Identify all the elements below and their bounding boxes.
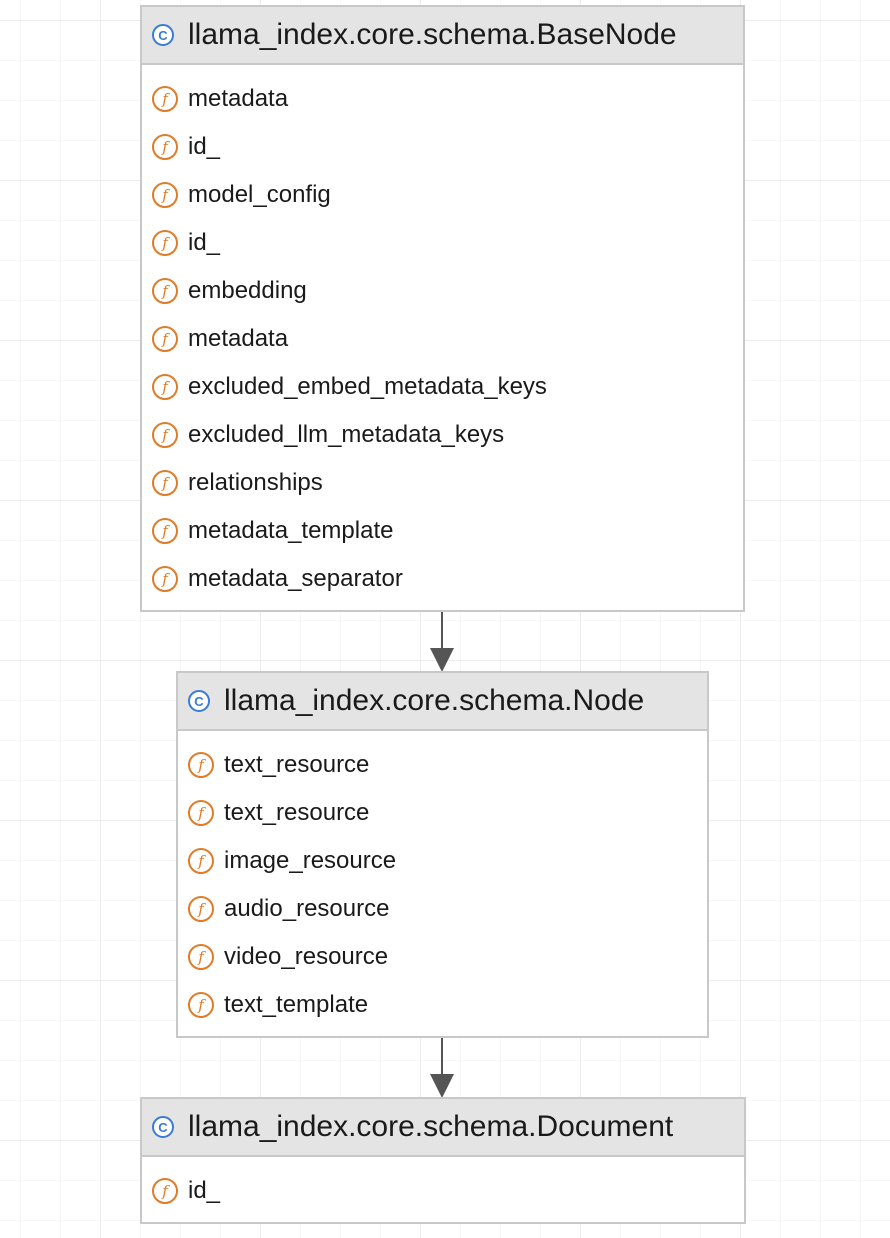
field-name: id_: [188, 1177, 221, 1204]
field-row[interactable]: f video_resource: [178, 933, 707, 981]
field-row[interactable]: f excluded_embed_metadata_keys: [142, 363, 743, 411]
field-icon: f: [152, 422, 178, 448]
field-list: f text_resource f text_resource f image_res…: [178, 731, 707, 1029]
field-name: image_resource: [224, 847, 397, 874]
class-header[interactable]: C llama_index.core.schema.BaseNode: [142, 7, 743, 65]
field-name: video_resource: [224, 943, 389, 970]
field-row[interactable]: f id_: [142, 123, 743, 171]
class-box-document[interactable]: C llama_index.core.schema.Document f id_: [140, 1097, 746, 1224]
field-name: text_resource: [224, 799, 370, 826]
field-icon: f: [152, 86, 178, 112]
class-title: llama_index.core.schema.Node: [224, 684, 645, 717]
arrow-node-to-basenode-head: [430, 648, 454, 672]
field-name: metadata_template: [188, 517, 394, 544]
field-row[interactable]: f metadata: [142, 75, 743, 123]
arrow-document-to-node-head: [430, 1074, 454, 1098]
class-title: llama_index.core.schema.BaseNode: [188, 18, 677, 51]
field-row[interactable]: f image_resource: [178, 837, 707, 885]
field-name: text_template: [224, 991, 369, 1018]
field-icon: f: [152, 326, 178, 352]
class-icon: C: [152, 1116, 174, 1138]
field-name: metadata: [188, 85, 289, 112]
field-row[interactable]: f relationships: [142, 459, 743, 507]
field-row[interactable]: f embedding: [142, 267, 743, 315]
field-icon: f: [152, 470, 178, 496]
field-row[interactable]: f text_template: [178, 981, 707, 1029]
field-name: id_: [188, 133, 221, 160]
field-icon: f: [152, 182, 178, 208]
field-icon: f: [152, 566, 178, 592]
field-icon: f: [152, 1178, 178, 1204]
class-header[interactable]: C llama_index.core.schema.Node: [178, 673, 707, 731]
field-name: audio_resource: [224, 895, 390, 922]
field-name: metadata: [188, 325, 289, 352]
field-icon: f: [188, 800, 214, 826]
class-box-node[interactable]: C llama_index.core.schema.Node f text_res…: [176, 671, 709, 1038]
field-icon: f: [152, 278, 178, 304]
field-row[interactable]: f text_resource: [178, 741, 707, 789]
field-row[interactable]: f text_resource: [178, 789, 707, 837]
field-icon: f: [188, 752, 214, 778]
field-row[interactable]: f metadata_template: [142, 507, 743, 555]
field-row[interactable]: f id_: [142, 219, 743, 267]
field-row[interactable]: f excluded_llm_metadata_keys: [142, 411, 743, 459]
field-row[interactable]: f model_config: [142, 171, 743, 219]
class-title: llama_index.core.schema.Document: [188, 1110, 674, 1143]
field-icon: f: [152, 374, 178, 400]
class-header[interactable]: C llama_index.core.schema.Document: [142, 1099, 744, 1157]
field-name: embedding: [188, 277, 307, 304]
field-icon: f: [188, 848, 214, 874]
field-name: id_: [188, 229, 221, 256]
field-list: f id_: [142, 1157, 744, 1215]
field-icon: f: [188, 944, 214, 970]
field-icon: f: [152, 134, 178, 160]
field-name: excluded_embed_metadata_keys: [188, 373, 547, 400]
field-name: text_resource: [224, 751, 370, 778]
field-icon: f: [188, 896, 214, 922]
field-name: model_config: [188, 181, 331, 208]
field-row[interactable]: f metadata_separator: [142, 555, 743, 603]
field-icon: f: [152, 230, 178, 256]
field-row[interactable]: f metadata: [142, 315, 743, 363]
field-icon: f: [152, 518, 178, 544]
class-icon: C: [152, 24, 174, 46]
field-icon: f: [188, 992, 214, 1018]
field-name: relationships: [188, 469, 323, 496]
field-name: excluded_llm_metadata_keys: [188, 421, 505, 448]
field-name: metadata_separator: [188, 565, 403, 592]
field-row[interactable]: f audio_resource: [178, 885, 707, 933]
field-row[interactable]: f id_: [142, 1167, 744, 1215]
class-icon: C: [188, 690, 210, 712]
